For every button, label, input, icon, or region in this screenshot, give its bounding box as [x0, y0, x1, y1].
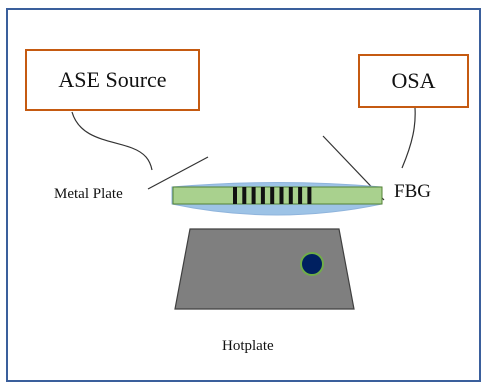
osa-label: OSA [391, 68, 436, 93]
grating-line [298, 187, 303, 204]
ase-cable [71, 111, 153, 171]
ase-source-label: ASE Source [58, 67, 167, 92]
grating-line [288, 187, 293, 204]
osa-cable [401, 107, 416, 169]
grating-line [251, 187, 256, 204]
grating-line [279, 187, 284, 204]
metal-plate-leader [147, 156, 209, 190]
grating-line [260, 187, 265, 204]
grating-line [233, 187, 237, 204]
grating-line [270, 187, 275, 204]
osa-box: OSA [358, 54, 469, 108]
fbg-grating [233, 187, 312, 204]
hotplate [174, 228, 355, 310]
ase-source-box: ASE Source [25, 49, 200, 111]
fbg-label: FBG [394, 181, 431, 202]
metal-plate-label: Metal Plate [54, 186, 123, 202]
hotplate-knob [300, 252, 324, 276]
diagram-frame [6, 8, 481, 382]
optical-fiber [172, 186, 383, 205]
grating-line [242, 187, 247, 204]
grating-line [307, 187, 312, 204]
hotplate-label: Hotplate [222, 338, 274, 354]
